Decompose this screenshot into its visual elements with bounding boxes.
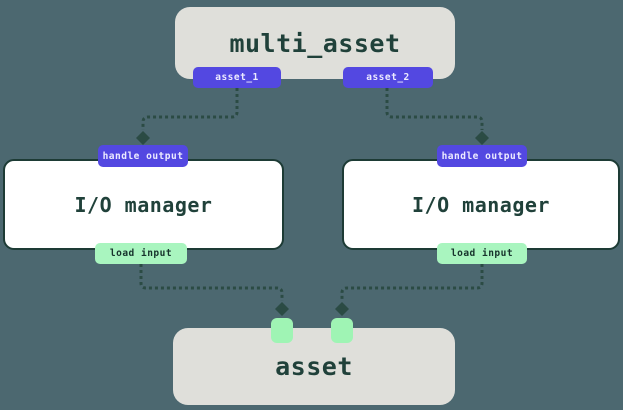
connector-asset2-to-right-io (385, 88, 484, 130)
output-badge-asset-2: asset_2 (343, 67, 433, 88)
asset-input-port-right (331, 318, 353, 343)
diamond-arrowhead-icon (136, 131, 150, 145)
io-manager-node-right: I/O manager (342, 159, 620, 250)
io-manager-node-left: I/O manager (3, 159, 284, 250)
io-manager-right-label: I/O manager (412, 192, 550, 217)
connector-left-io-to-asset-port (139, 264, 284, 301)
output-badge-asset-1: asset_1 (193, 67, 281, 88)
handle-output-badge-left: handle output (98, 145, 188, 167)
connector-right-io-to-asset-port (340, 264, 484, 301)
load-input-badge-left-label: load input (109, 248, 173, 259)
load-input-badge-right-label: load input (450, 248, 514, 259)
handle-output-badge-right: handle output (437, 145, 527, 167)
diamond-arrowhead-icon (475, 131, 489, 145)
diamond-arrowhead-icon (335, 302, 349, 316)
asset-label: asset (275, 352, 353, 381)
output-badge-asset-1-label: asset_1 (215, 72, 259, 83)
asset-input-port-left (271, 318, 293, 343)
io-manager-left-label: I/O manager (74, 192, 213, 217)
load-input-badge-right: load input (437, 243, 527, 264)
output-badge-asset-2-label: asset_2 (366, 72, 410, 83)
handle-output-badge-right-label: handle output (441, 150, 523, 162)
multi-asset-label: multi_asset (229, 28, 401, 58)
handle-output-badge-left-label: handle output (102, 150, 184, 162)
asset-node: asset (173, 328, 455, 405)
diamond-arrowhead-icon (275, 302, 289, 316)
connector-asset1-to-left-io (141, 88, 239, 130)
load-input-badge-left: load input (95, 243, 187, 264)
